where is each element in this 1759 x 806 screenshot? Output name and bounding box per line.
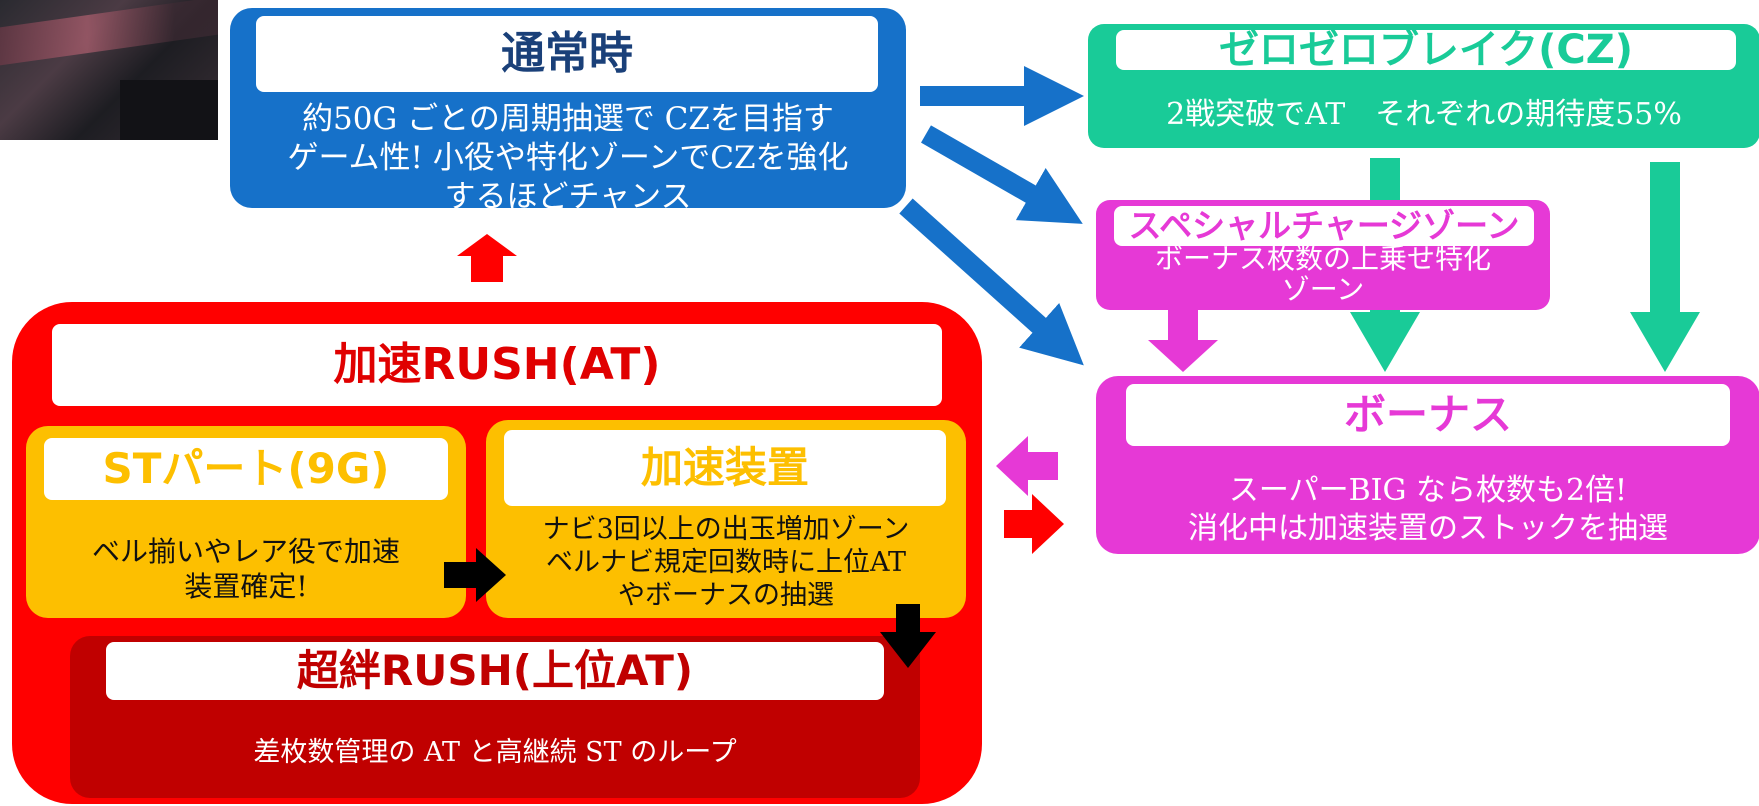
special-charge-zone-box: スペシャルチャージゾーン ボーナス枚数の上乗せ特化 ゾーン <box>1096 200 1550 310</box>
arrow-normal-to-special <box>921 125 1083 224</box>
st-line-1: ベル揃いやレア役で加速 <box>91 535 400 568</box>
st-line-2: 装置確定! <box>184 570 308 603</box>
bonus-line-2: 消化中は加速装置のストックを抽選 <box>1188 510 1668 546</box>
cz-title: ゼロゼロブレイク(CZ) <box>1116 30 1736 70</box>
super-rush-description: 差枚数管理の AT と高継続 ST のループ <box>70 736 920 770</box>
arrow-rush-to-normal <box>457 234 517 282</box>
st-part-description: ベル揃いやレア役で加速 装置確定! <box>26 534 466 604</box>
super-rush-text: 差枚数管理の AT と高継続 ST のループ <box>253 737 737 768</box>
bonus-description: スーパーBIG なら枚数も2倍! 消化中は加速装置のストックを抽選 <box>1096 472 1759 547</box>
accel-rush-title: 加速RUSH(AT) <box>52 324 942 406</box>
arrow-cz-to-bonus-right <box>1630 162 1700 372</box>
special-line-2: ゾーン <box>1281 272 1365 306</box>
super-rush-box: 超絆RUSH(上位AT) 差枚数管理の AT と高継続 ST のループ <box>70 636 920 798</box>
bonus-title: ボーナス <box>1126 384 1730 446</box>
special-charge-zone-title: スペシャルチャージゾーン <box>1114 206 1534 246</box>
accelerator-description: ナビ3回以上の出玉増加ゾーン ベルナビ規定回数時に上位AT やボーナスの抽選 <box>486 514 966 613</box>
accel-line-2: ベルナビ規定回数時に上位AT <box>545 546 907 578</box>
special-charge-zone-description: ボーナス枚数の上乗せ特化 ゾーン <box>1096 242 1550 306</box>
normal-line-3: するほどチャンス <box>444 178 692 215</box>
arrow-rush-to-bonus <box>1004 494 1064 554</box>
special-line-1: ボーナス枚数の上乗せ特化 <box>1154 242 1491 275</box>
bonus-line-1: スーパーBIG なら枚数も2倍! <box>1228 473 1628 508</box>
super-rush-title: 超絆RUSH(上位AT) <box>106 642 884 700</box>
photo-shadow <box>120 80 218 140</box>
arrow-normal-to-bonus <box>899 198 1084 366</box>
st-part-title: STパート(9G) <box>44 438 448 500</box>
arrow-special-to-bonus <box>1148 308 1218 372</box>
arrow-bonus-to-rush <box>996 436 1058 496</box>
accelerator-box: 加速装置 ナビ3回以上の出玉増加ゾーン ベルナビ規定回数時に上位AT やボーナス… <box>486 420 966 618</box>
bonus-box: ボーナス スーパーBIG なら枚数も2倍! 消化中は加速装置のストックを抽選 <box>1096 376 1759 554</box>
normal-line-1: 約50G ごとの周期抽選で CZを目指す <box>302 101 834 137</box>
normal-line-2: ゲーム性! 小役や特化ゾーンでCZを強化 <box>287 139 849 176</box>
accel-line-3: やボーナスの抽選 <box>618 579 834 611</box>
accelerator-title: 加速装置 <box>504 430 946 506</box>
photo-fragment <box>0 0 218 140</box>
normal-state-description: 約50G ごとの周期抽選で CZを目指す ゲーム性! 小役や特化ゾーンでCZを強… <box>230 100 906 216</box>
st-part-box: STパート(9G) ベル揃いやレア役で加速 装置確定! <box>26 426 466 618</box>
accel-line-1: ナビ3回以上の出玉増加ゾーン <box>542 514 910 545</box>
normal-state-box: 通常時 約50G ごとの周期抽選で CZを目指す ゲーム性! 小役や特化ゾーンで… <box>230 8 906 215</box>
cz-description: 2戦突破でAT それぞれの期待度55% <box>1088 96 1759 134</box>
normal-state-title: 通常時 <box>256 16 878 92</box>
cz-box: ゼロゼロブレイク(CZ) 2戦突破でAT それぞれの期待度55% <box>1088 24 1759 148</box>
cz-text: 2戦突破でAT それぞれの期待度55% <box>1166 97 1682 132</box>
